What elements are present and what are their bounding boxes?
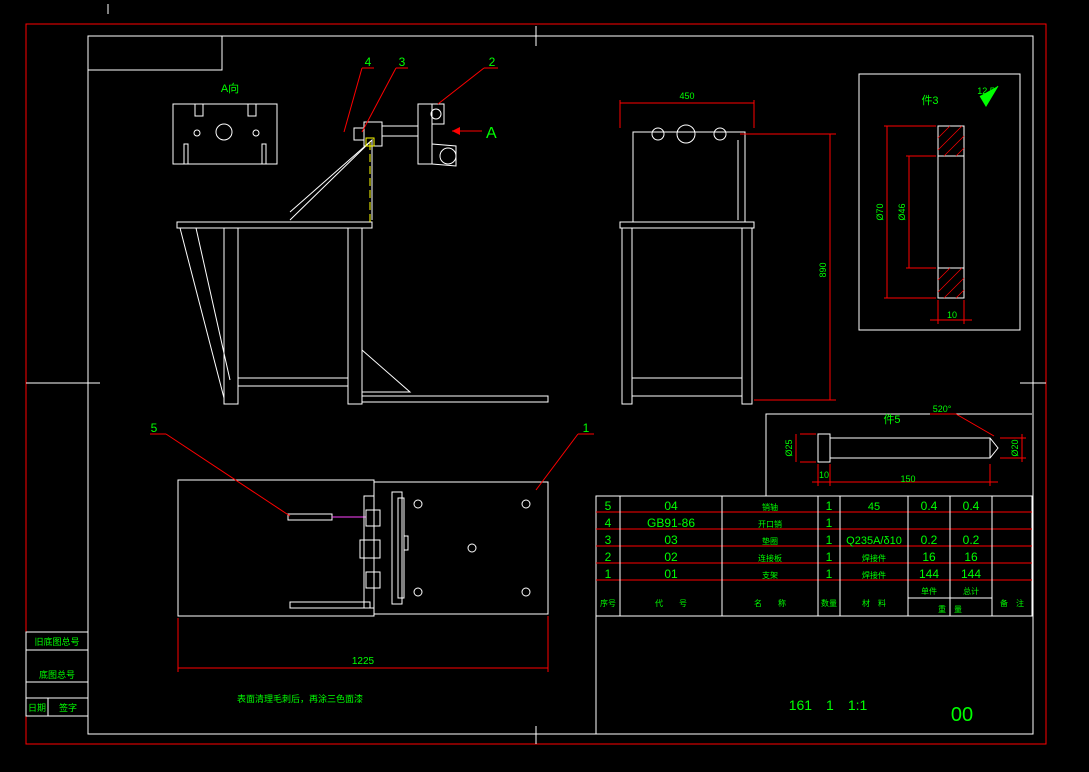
dim-shoulder10: 10 <box>819 470 829 480</box>
top-view: 5 1 1225 <box>150 421 594 672</box>
bom-header-code: 代 号 <box>655 598 687 608</box>
balloons-top: 4 3 2 <box>343 55 498 133</box>
balloon-4: 4 <box>365 55 372 69</box>
bom-cell-name: 开口销 <box>758 519 782 529</box>
front-view: A <box>176 103 549 405</box>
side-stamp: 旧底图总号 底图总号 日期 签字 <box>25 631 89 717</box>
side-view: 450 890 <box>619 91 836 405</box>
bom-cell-qty: 1 <box>826 516 833 530</box>
label-part3: 件3 <box>921 94 938 107</box>
bom-cell-material: Q235A/δ10 <box>846 535 902 547</box>
bom-cell-total: 144 <box>961 567 981 581</box>
balloon-3: 3 <box>399 55 406 69</box>
bom-cell-code: 04 <box>664 499 678 513</box>
bom-cell-code: 01 <box>664 567 678 581</box>
bom-cell-total: 0.2 <box>963 533 980 547</box>
bom-cell-no: 4 <box>605 516 612 530</box>
part3-detail: 件3 12.5 Ø70 Ø46 10 <box>858 73 1021 331</box>
bom-cell-unit: 144 <box>919 567 939 581</box>
bom-cell-qty: 1 <box>826 533 833 547</box>
stamp-date: 日期 <box>28 703 46 713</box>
balloon-2: 2 <box>489 55 496 69</box>
bom-cell-total: 0.4 <box>963 499 980 513</box>
view-a-detail: A向 <box>172 81 278 165</box>
dim-450: 450 <box>679 91 694 101</box>
bom-cell-qty: 1 <box>826 499 833 513</box>
bom-header-total: 总计 <box>963 586 979 596</box>
bom-cell-material: 焊接件 <box>862 553 886 563</box>
stamp-base-no: 底图总号 <box>39 669 75 680</box>
bom-cell-code: 02 <box>664 550 678 564</box>
bom-cell-unit: 16 <box>922 550 936 564</box>
bom-cell-material: 45 <box>868 501 880 513</box>
label-arrow-a: A <box>486 125 497 142</box>
bom-cell-material: 焊接件 <box>862 570 886 580</box>
bom-cell-name: 销轴 <box>762 502 778 512</box>
bom-cell-qty: 1 <box>826 567 833 581</box>
bom-cell-name: 支架 <box>762 570 778 580</box>
bom-header-no: 序号 <box>600 598 616 608</box>
bom-header-remark: 备 注 <box>1000 598 1024 608</box>
stamp-sign: 签字 <box>59 702 77 713</box>
sheet-outer-border <box>25 23 1047 745</box>
tech-note: 表面清理毛刺后，再涂三色面漆 <box>237 693 363 704</box>
dim-dia25: Ø25 <box>784 439 794 456</box>
centering-marks <box>26 4 1046 744</box>
title-numbers: 161 1 1:1 <box>789 697 868 713</box>
bom-cell-no: 1 <box>605 567 612 581</box>
sheet-inner-border <box>87 35 1034 735</box>
label-view-a: A向 <box>221 81 239 95</box>
drawing-number: 00 <box>951 704 973 726</box>
bom-cell-unit: 0.2 <box>921 533 938 547</box>
dim-890: 890 <box>818 262 828 277</box>
bom-cell-name: 连接板 <box>758 553 782 563</box>
bom-header-material: 材 料 <box>862 598 886 608</box>
bom-header-name: 名 称 <box>754 598 786 608</box>
bom-cell-name: 垫圈 <box>762 536 778 546</box>
dim-len150: 150 <box>900 474 915 484</box>
hardness-note: 520° <box>933 404 952 414</box>
bom-cell-no: 3 <box>605 533 612 547</box>
bom-cell-qty: 1 <box>826 550 833 564</box>
bom-header-qty: 数量 <box>821 598 837 608</box>
bom-cell-no: 2 <box>605 550 612 564</box>
bom-cell-no: 5 <box>605 499 612 513</box>
dim-dia70: Ø70 <box>875 203 885 220</box>
dim-dia46: Ø46 <box>897 203 907 220</box>
dim-1225: 1225 <box>352 656 375 667</box>
bom-cell-total: 16 <box>964 550 978 564</box>
stamp-old-base-no: 旧底图总号 <box>34 636 79 647</box>
title-block: 161 1 1:1 00 <box>595 616 973 734</box>
balloon-1: 1 <box>583 421 590 435</box>
bom-cell-code: 03 <box>664 533 678 547</box>
bom-header-unit: 单件 <box>921 586 937 596</box>
part5-detail: 件5 520° Ø25 Ø20 10 150 <box>765 404 1032 496</box>
dim-dia20: Ø20 <box>1010 439 1020 456</box>
corner-code-box <box>87 35 223 71</box>
bom-cell-unit: 0.4 <box>921 499 938 513</box>
balloon-5: 5 <box>151 421 158 435</box>
roughness-value: 12.5 <box>977 86 995 96</box>
bom-header-weight: 重 量 <box>938 604 962 614</box>
dim-thick10: 10 <box>947 310 957 320</box>
label-part5: 件5 <box>883 413 900 426</box>
bom-cell-code: GB91-86 <box>647 516 695 530</box>
